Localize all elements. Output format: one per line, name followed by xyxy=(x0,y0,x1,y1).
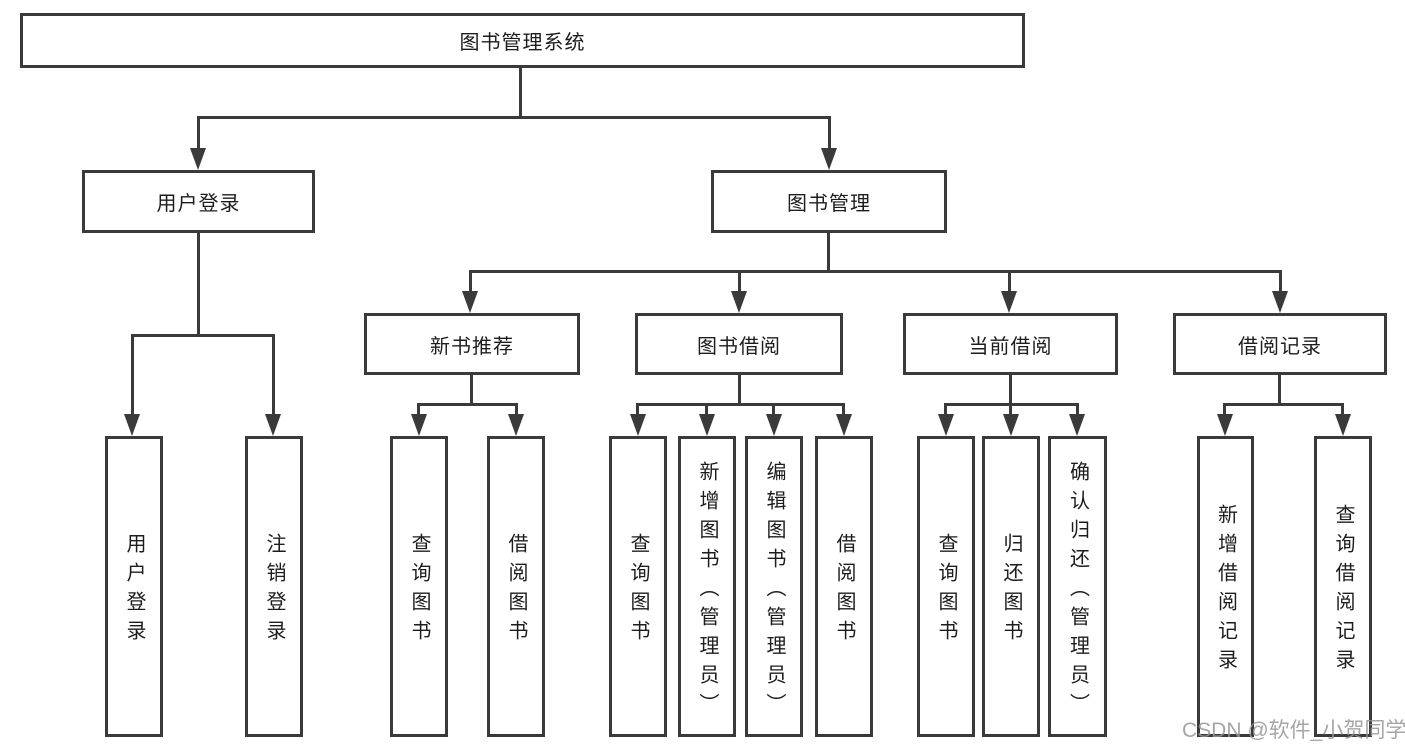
arrow-down-icon xyxy=(1272,291,1288,313)
node-leaf-user-login: 用户登录 xyxy=(105,436,163,737)
connector-line xyxy=(519,68,522,118)
node-leaf-borrow-books-borrowing: 借阅图书 xyxy=(815,436,873,737)
connector-line xyxy=(636,403,639,416)
node-leaf-return-book: 归还图书 xyxy=(982,436,1040,737)
arrow-down-icon xyxy=(821,148,837,170)
arrow-down-icon xyxy=(766,414,782,436)
arrow-down-icon xyxy=(699,414,715,436)
connector-line xyxy=(827,233,830,273)
node-label: 图书借阅 xyxy=(697,335,781,358)
node-book-borrowing: 图书借阅 xyxy=(635,313,843,375)
connector-line xyxy=(469,270,1282,273)
node-leaf-add-borrow-record: 新增借阅记录 xyxy=(1197,436,1254,737)
connector-line xyxy=(1009,375,1012,406)
connector-line xyxy=(515,403,518,416)
node-label: 用户登录 xyxy=(123,533,145,649)
arrow-down-icon xyxy=(190,148,206,170)
node-label: 用户登录 xyxy=(156,193,241,215)
arrow-down-icon xyxy=(508,414,524,436)
node-label: 归还图书 xyxy=(1000,533,1022,649)
connector-line xyxy=(417,403,518,406)
connector-line xyxy=(1009,403,1012,416)
node-label: 查询图书 xyxy=(935,533,957,649)
connector-line xyxy=(417,403,420,416)
connector-line xyxy=(470,375,473,406)
node-leaf-logout: 注销登录 xyxy=(245,436,303,737)
arrow-down-icon xyxy=(1217,414,1233,436)
arrow-down-icon xyxy=(1069,414,1085,436)
arrow-down-icon xyxy=(938,414,954,436)
node-leaf-query-borrow-record: 查询借阅记录 xyxy=(1314,436,1372,737)
node-label: 编辑图书（管理员） xyxy=(763,460,785,722)
connector-line xyxy=(197,116,831,119)
node-library-management-system: 图书管理系统 xyxy=(20,13,1025,68)
arrow-down-icon xyxy=(462,291,478,313)
connector-line xyxy=(1279,270,1282,294)
connector-line xyxy=(1341,403,1344,416)
arrow-down-icon xyxy=(265,414,281,436)
arrow-down-icon xyxy=(1335,414,1351,436)
connector-line xyxy=(772,403,775,416)
node-label: 新增借阅记录 xyxy=(1214,504,1237,678)
connector-line xyxy=(1223,403,1344,406)
connector-line xyxy=(1008,270,1011,294)
connector-line xyxy=(1278,375,1281,406)
node-label: 查询借阅记录 xyxy=(1332,504,1354,678)
arrow-down-icon xyxy=(1001,291,1017,313)
node-leaf-add-book-admin: 新增图书（管理员） xyxy=(678,436,736,737)
node-label: 查询图书 xyxy=(408,533,430,649)
connector-line xyxy=(738,270,741,294)
connector-line xyxy=(131,334,134,418)
node-current-borrowing: 当前借阅 xyxy=(903,313,1118,375)
node-label: 当前借阅 xyxy=(968,335,1053,358)
csdn-watermark: CSDN @软件_小贺同学 xyxy=(1182,719,1405,742)
node-label: 图书管理系统 xyxy=(459,32,586,54)
connector-line xyxy=(636,403,845,406)
node-leaf-edit-book-admin: 编辑图书（管理员） xyxy=(745,436,803,737)
connector-line xyxy=(842,403,845,416)
connector-line xyxy=(705,403,708,416)
node-label: 借阅记录 xyxy=(1238,335,1322,358)
node-user-login: 用户登录 xyxy=(82,170,315,233)
connector-line xyxy=(469,270,472,294)
connector-line xyxy=(197,116,200,150)
connector-line xyxy=(197,233,200,336)
node-label: 借阅图书 xyxy=(505,533,527,649)
node-label: 借阅图书 xyxy=(833,533,855,649)
node-leaf-query-books-recommendation: 查询图书 xyxy=(390,436,448,737)
node-new-book-recommendation: 新书推荐 xyxy=(364,313,580,375)
node-borrowing-records: 借阅记录 xyxy=(1173,313,1387,375)
node-label: 注销登录 xyxy=(263,533,285,649)
node-leaf-query-books-borrowing: 查询图书 xyxy=(609,436,667,737)
arrow-down-icon xyxy=(124,414,140,436)
connector-line xyxy=(828,116,831,150)
connector-line xyxy=(944,403,947,416)
node-book-management: 图书管理 xyxy=(711,170,947,233)
node-label: 新增图书（管理员） xyxy=(696,460,718,722)
node-leaf-borrow-books-recommendation: 借阅图书 xyxy=(487,436,545,737)
node-label: 查询图书 xyxy=(627,533,649,649)
connector-line xyxy=(272,334,275,418)
node-leaf-query-books-current: 查询图书 xyxy=(917,436,975,737)
arrow-down-icon xyxy=(1003,414,1019,436)
connector-line xyxy=(1223,403,1226,416)
connector-line xyxy=(738,375,741,406)
node-label: 确认归还（管理员） xyxy=(1066,460,1089,722)
node-leaf-confirm-return-admin: 确认归还（管理员） xyxy=(1048,436,1107,737)
arrow-down-icon xyxy=(836,414,852,436)
connector-line xyxy=(1076,403,1079,416)
node-label: 新书推荐 xyxy=(430,335,514,358)
node-label: 图书管理 xyxy=(787,193,871,215)
connector-line xyxy=(131,334,275,337)
arrow-down-icon xyxy=(630,414,646,436)
arrow-down-icon xyxy=(411,414,427,436)
arrow-down-icon xyxy=(731,291,747,313)
